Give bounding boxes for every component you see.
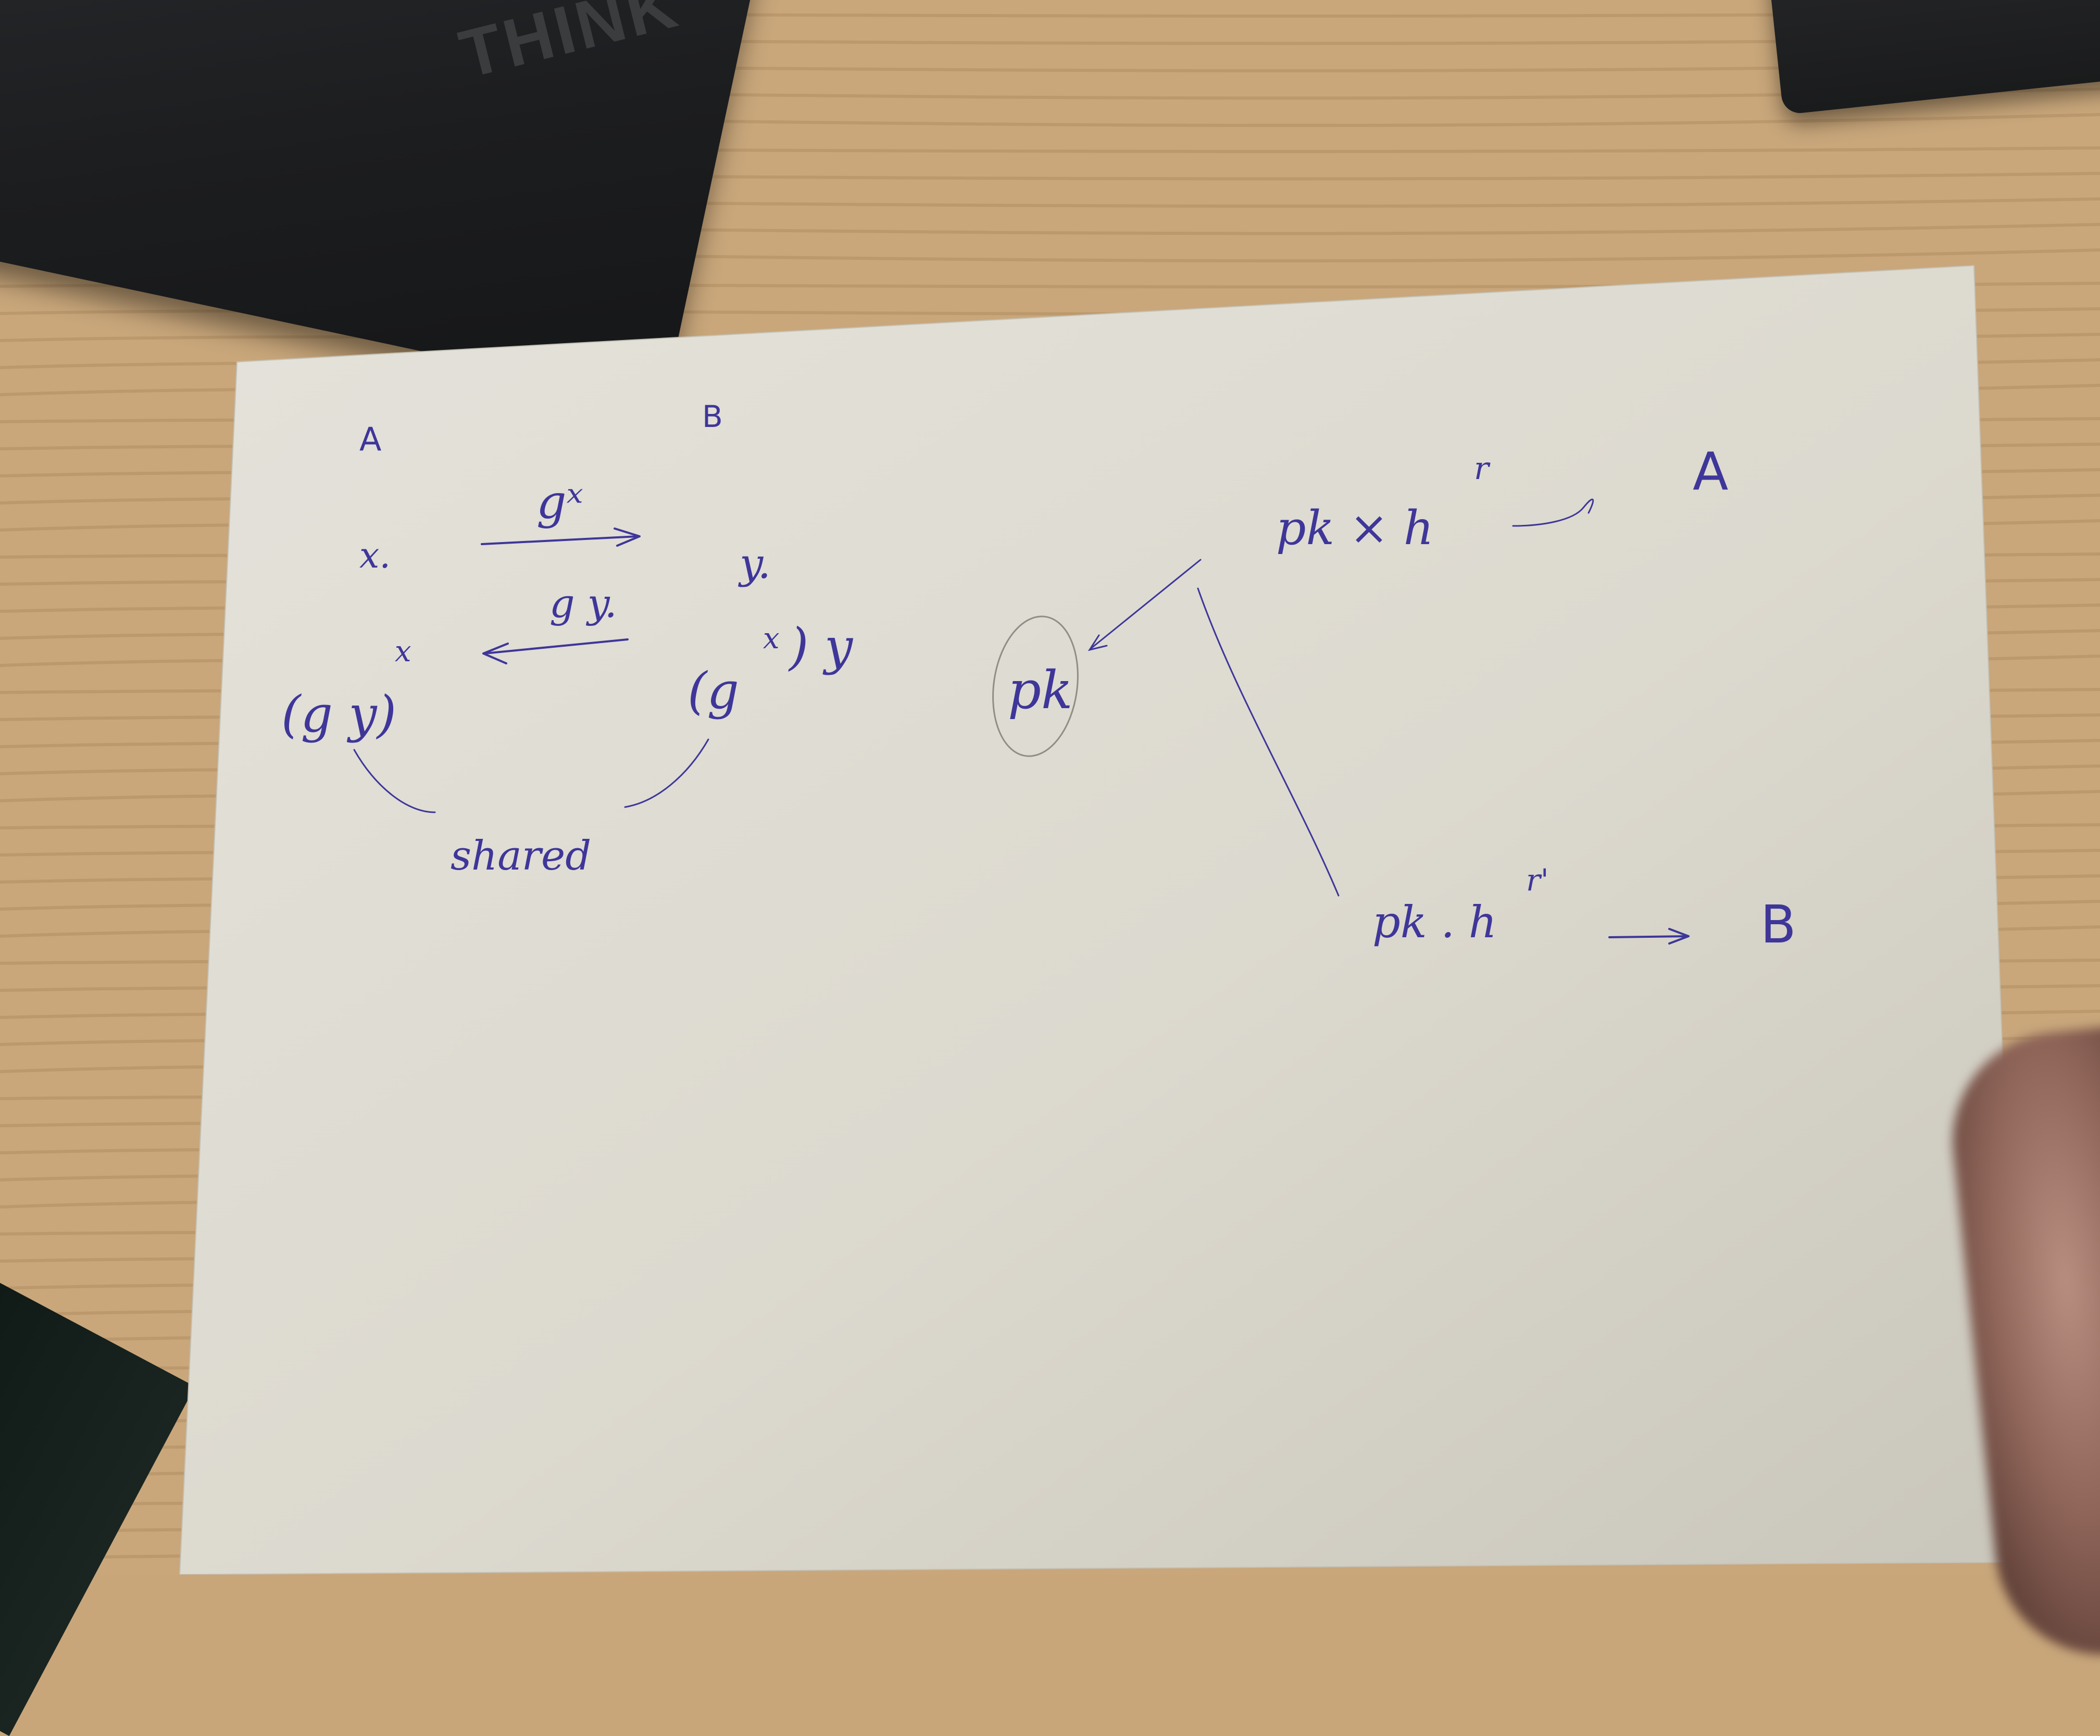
message-a-to-b: gˣ <box>536 475 583 530</box>
recipient-b: B <box>1760 894 1796 955</box>
key-b-rest: ) y <box>788 618 854 676</box>
branch-line-to-b <box>1197 587 1340 897</box>
party-b-label: B <box>702 399 723 434</box>
message-b-to-a: g y. <box>549 580 617 626</box>
encryption-for-a-exponent: r <box>1474 450 1491 487</box>
encryption-for-b-exponent: r' <box>1526 862 1549 898</box>
party-a-label: A <box>359 420 381 458</box>
arrow-to-b <box>1608 928 1690 945</box>
recipient-a: A <box>1693 441 1728 502</box>
arrow-b-to-a <box>482 638 629 664</box>
encryption-for-b: pk . h <box>1372 897 1497 948</box>
pk-circle <box>992 615 1079 757</box>
arrow-a-to-b <box>481 527 641 547</box>
encryption-for-a: pk × h <box>1276 501 1434 556</box>
key-a-exponent: x <box>395 635 411 669</box>
key-b-exponent: x <box>763 622 780 656</box>
key-a: (g y) <box>281 685 396 744</box>
secret-b: y. <box>738 539 771 588</box>
shared-bracket-right <box>624 738 709 808</box>
paper-sheet: A B x. y. gˣ g y. (g y) x (g x ) y share… <box>179 265 2022 1575</box>
pk-circled-label: pk <box>1008 660 1073 721</box>
secret-a: x. <box>359 535 391 576</box>
arrow-to-a <box>1512 498 1594 527</box>
arrow-to-pk <box>1088 559 1202 651</box>
key-b: (g <box>688 662 739 720</box>
shared-bracket-left <box>353 749 436 813</box>
shared-label: shared <box>451 833 591 879</box>
